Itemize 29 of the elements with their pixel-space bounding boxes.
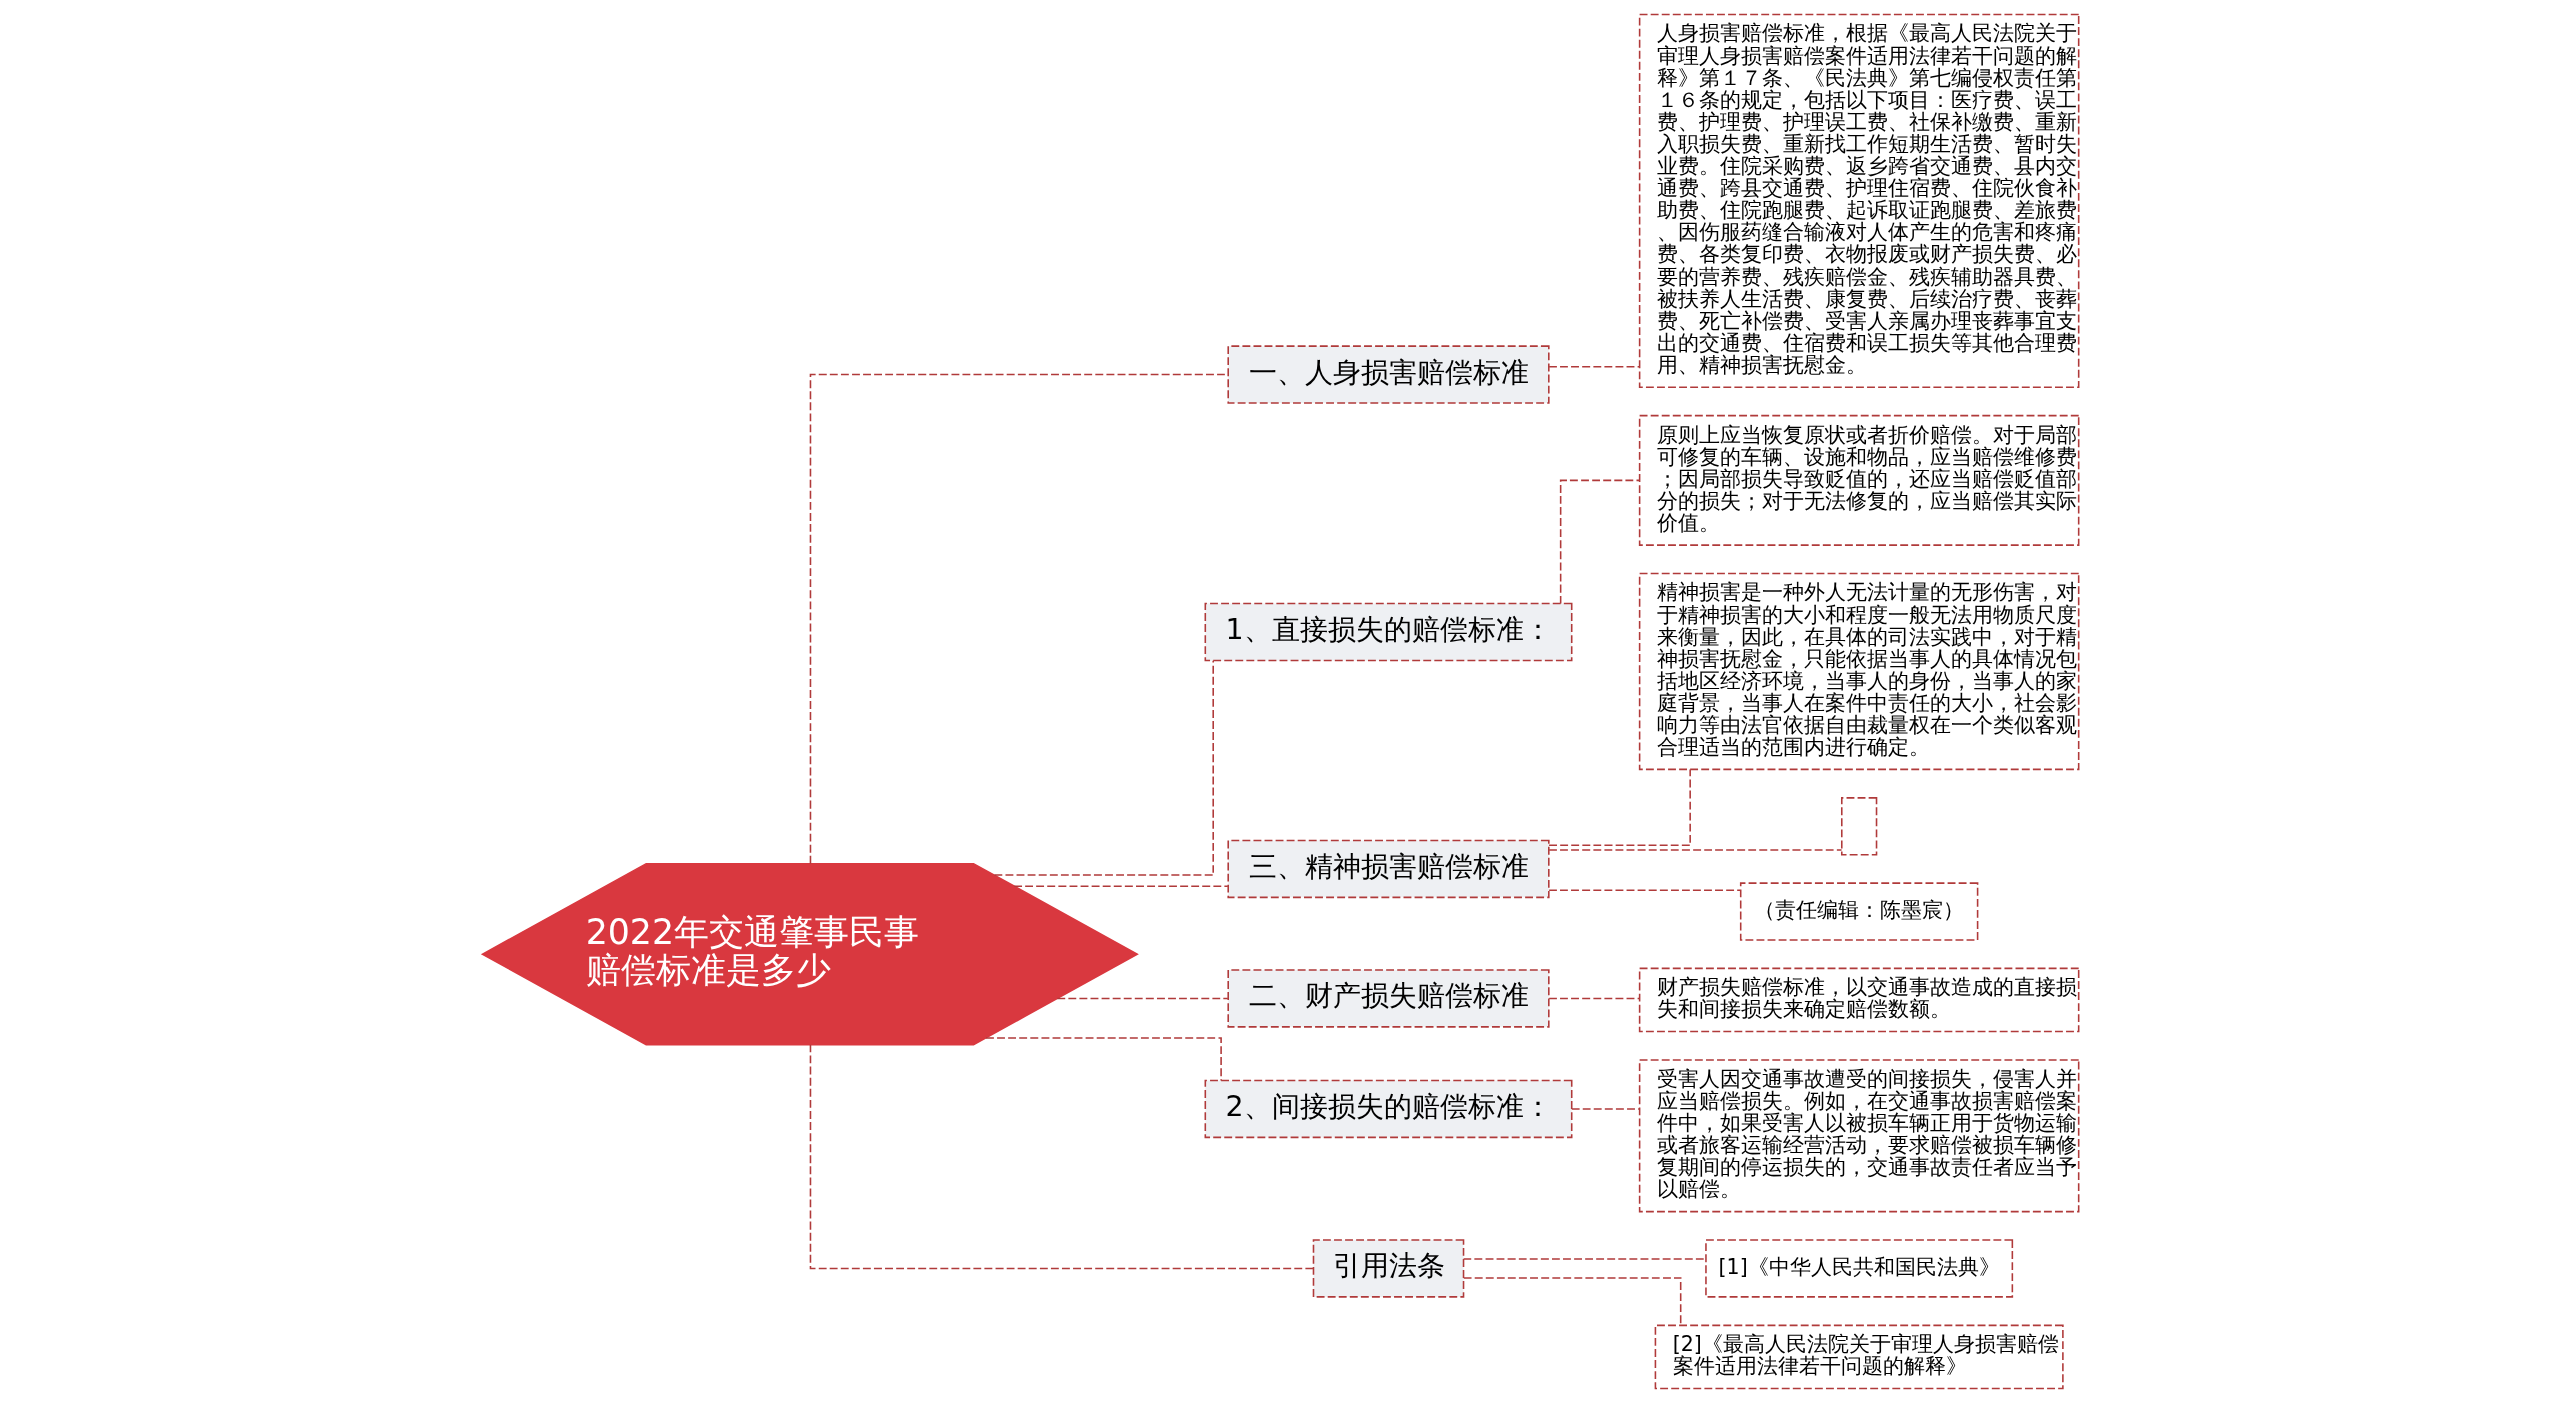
node-box: 财产损失赔偿标准，以交通事故造成的直接损失和间接损失来确定赔偿数额。 <box>1638 967 2079 1033</box>
connector <box>1547 849 1842 851</box>
node-box: 1、直接损失的赔偿标准： <box>1204 602 1572 662</box>
connector <box>993 660 1214 876</box>
node-box: 2、间接损失的赔偿标准： <box>1204 1079 1572 1139</box>
connector <box>1547 997 1640 1000</box>
node-box <box>1840 797 1877 856</box>
connector <box>1462 1258 1707 1260</box>
node-box: 精神损害是一种外人无法计量的无形伤害，对于精神损害的大小和程度一般无法用物质尺度来衡量，因此，在具体的司法实践中，对于精神损害抚慰金，只能依据当事人的具体情况包括地区经济环境，当事人的身份，当事人的家庭背景，当事人在案件中责任的大小，社会影响力等由法官依据自由裁量权在一个类似客观合理适当的范围内进行确定。 <box>1638 572 2079 771</box>
connector <box>809 1043 1314 1270</box>
node-box: 一、人身损害赔偿标准 <box>1226 345 1550 404</box>
node-box: 三、精神损害赔偿标准 <box>1226 839 1550 899</box>
connector <box>1547 889 1741 891</box>
node-box: [2]《最高人民法院关于审理人身损害赔偿案件适用法律若干问题的解释》 <box>1654 1324 2064 1390</box>
node-box: （责任编辑：陈墨宸） <box>1739 882 1978 941</box>
node-box: 二、财产损失赔偿标准 <box>1226 969 1550 1028</box>
node-box: 受害人因交通事故遭受的间接损失，侵害人并应当赔偿损失。例如，在交通事故损害赔偿案件中，如果受害人以被损车辆正用于货物运输或者旅客运输经营活动，要求赔偿被损车辆修复期间的停运损失的，交通事故责任者应当予以赔偿。 <box>1638 1059 2079 1213</box>
node-box: 原则上应当恢复原状或者折价赔偿。对于局部可修复的车辆、设施和物品，应当赔偿维修费；因局部损失导致贬值的，还应当赔偿贬值部分的损失；对于无法修复的，应当赔偿其实际价值。 <box>1638 414 2079 546</box>
connector <box>1570 1108 1640 1110</box>
node-box: 引用法条 <box>1312 1239 1464 1298</box>
node-box: 人身损害赔偿标准，根据《最高人民法院关于审理人身损害赔偿案件适用法律若干问题的解释》第１７条、《民法典》第七编侵权责任第１６条的规定，包括以下项目：医疗费、误工费、护理费、护理误工费、社保补缴费、重新入职损失费、重新找工作短期生活费、暂时失业费。住院采购费、返乡跨省交通费、县内交通费、跨县交通费、护理住宿费、住院伙食补助费、住院跑腿费、起诉取证跑腿费、差旅费、因伤服药缝合输液对人体产生的危害和疼痛费、各类复印费、衣物报废或财产损失费、必要的营养费、残疾赔偿金、残疾辅助器具费、被扶养人生活费、康复费、后续治疗费、丧葬费、死亡补偿费、受害人亲属办理丧葬事宜支出的交通费、住宿费和误工损失等其他合理费用、精神损害抚慰金。 <box>1638 13 2079 388</box>
connector <box>809 373 1228 865</box>
connector <box>1559 479 1640 605</box>
connector <box>1056 997 1229 1000</box>
node-box: [1]《中华人民共和国民法典》 <box>1704 1239 2013 1298</box>
connector <box>1013 885 1229 887</box>
connector <box>984 1037 1222 1082</box>
connector <box>1547 365 1640 368</box>
connector <box>1547 768 1691 846</box>
